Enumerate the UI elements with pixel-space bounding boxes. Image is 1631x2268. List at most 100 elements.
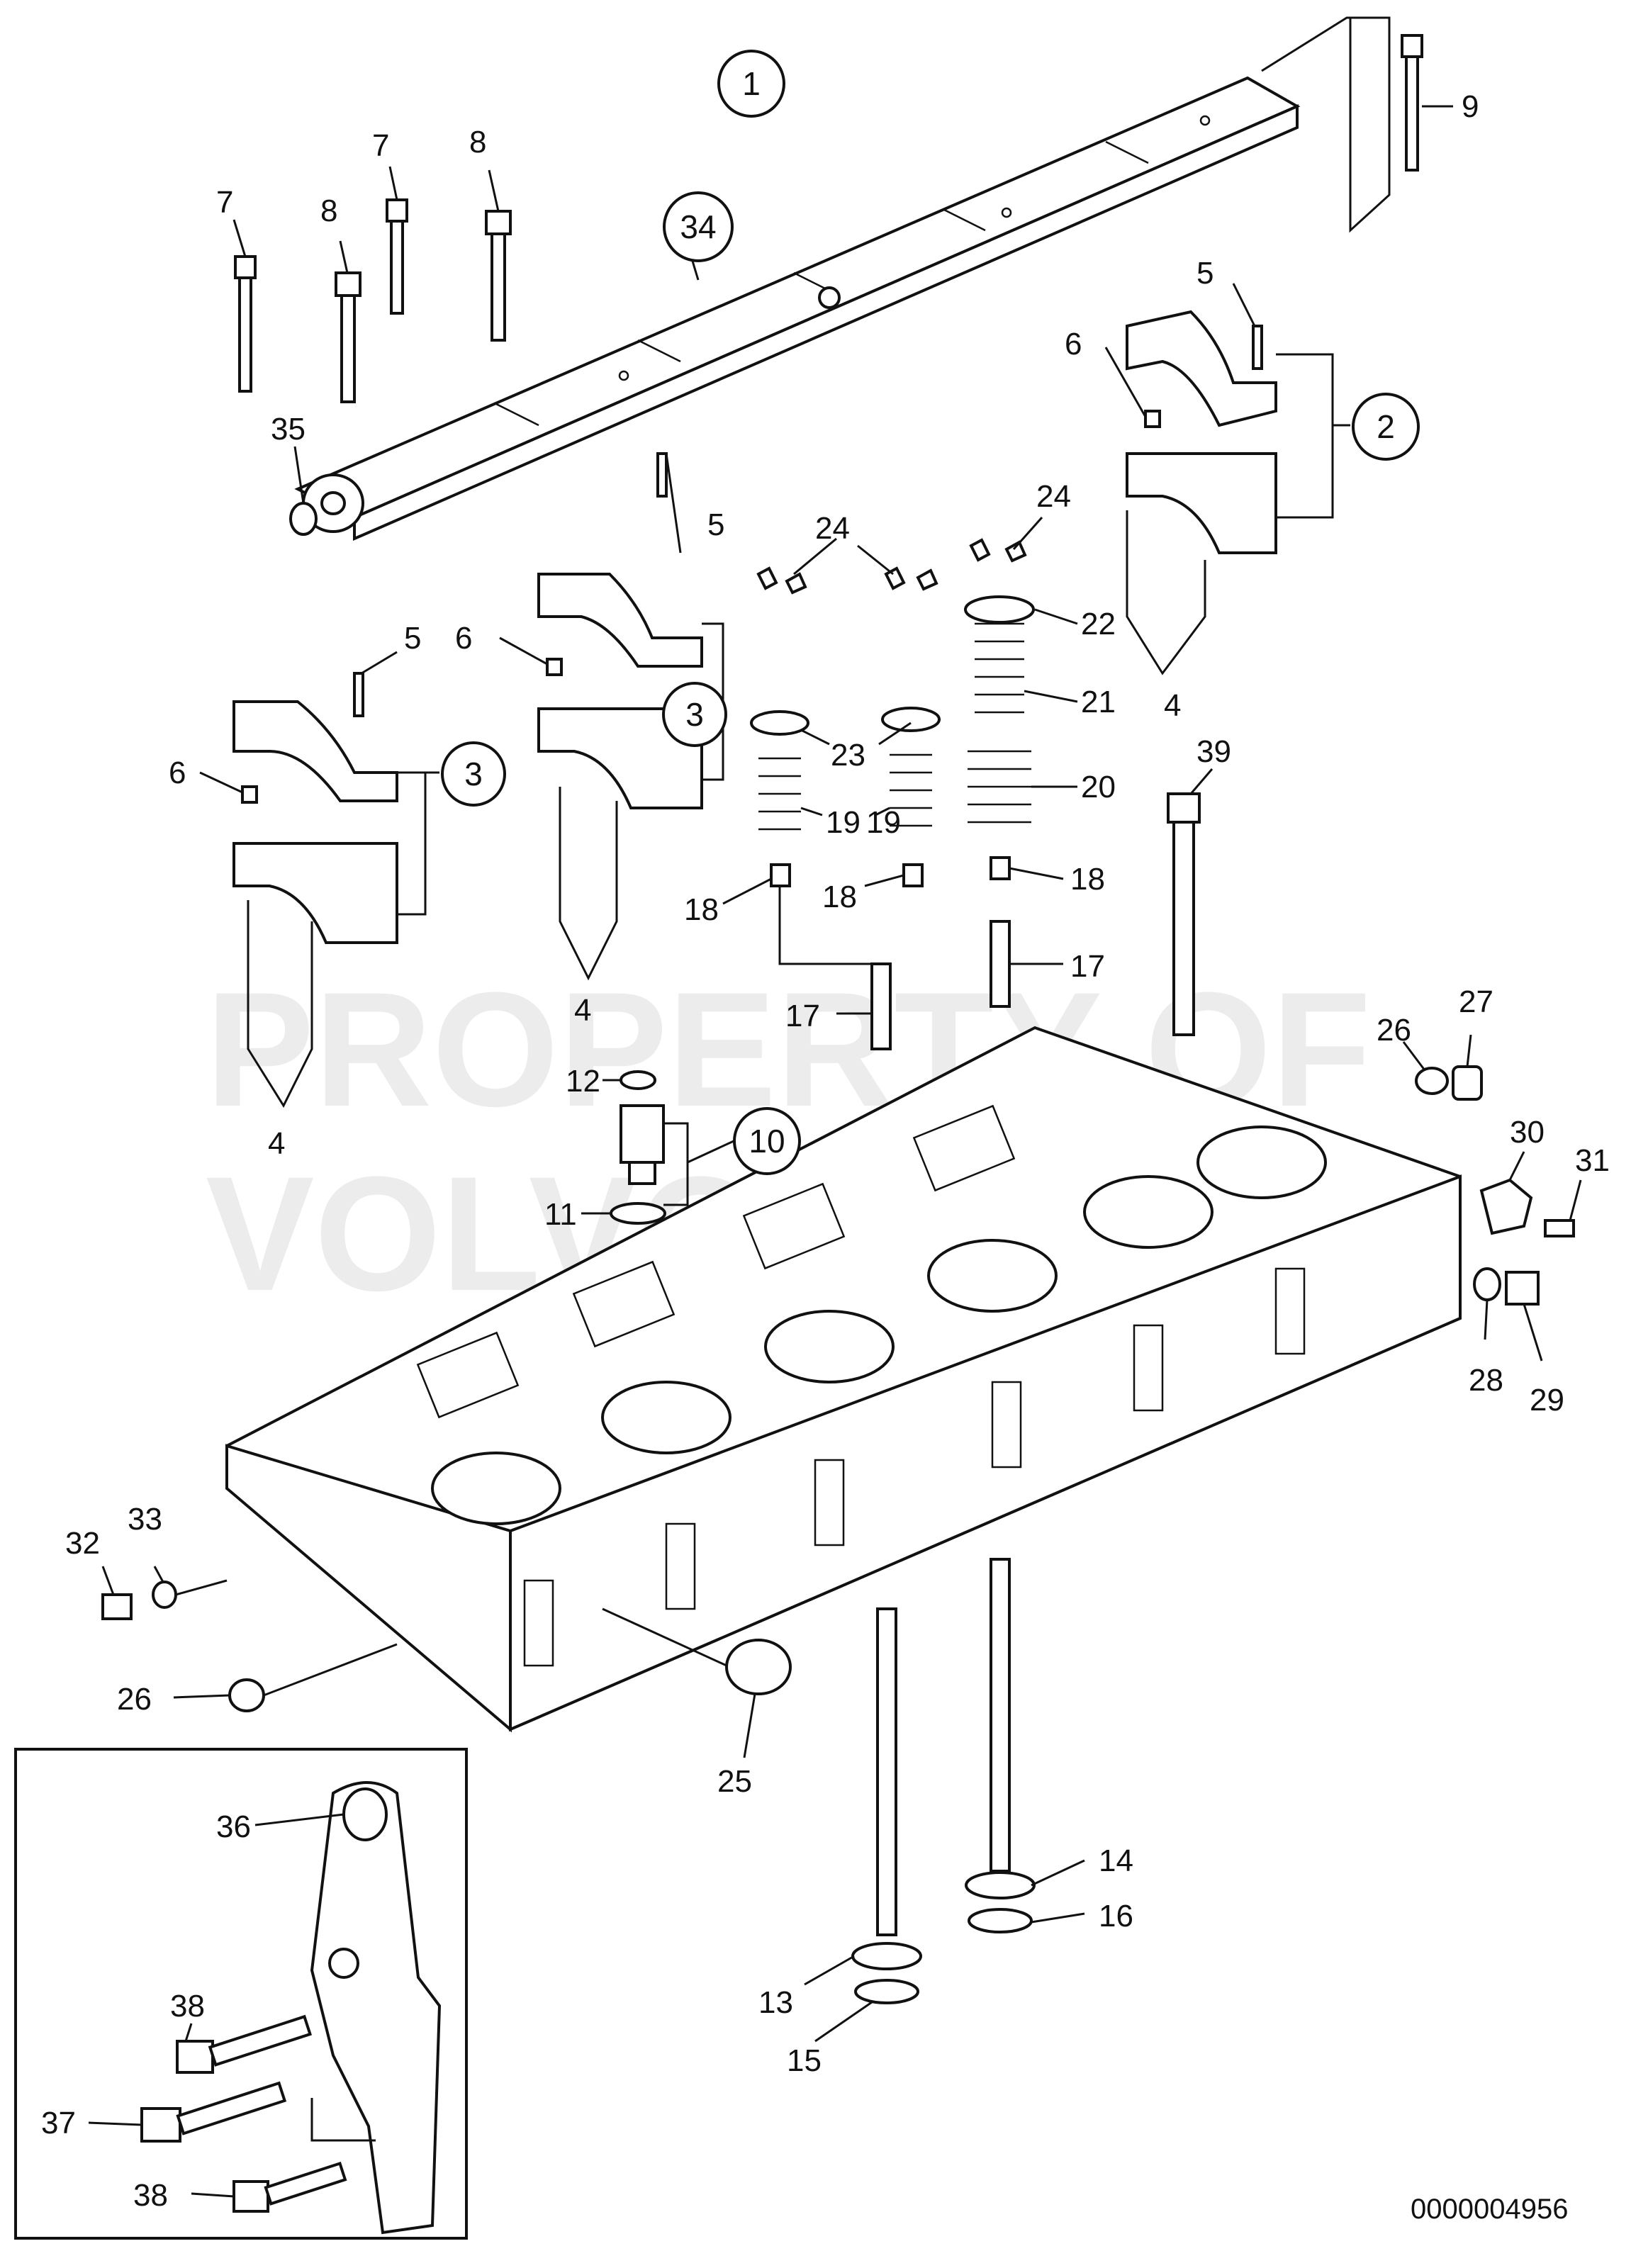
callout-11: 11 — [544, 1197, 577, 1232]
valve-13-15 — [851, 1607, 922, 2004]
callout-circle-3-center: 3 — [662, 682, 727, 747]
callout-19-right: 19 — [866, 805, 901, 840]
callout-27: 27 — [1459, 984, 1493, 1019]
callout-38-top: 38 — [170, 1989, 205, 2023]
callout-39: 39 — [1196, 734, 1231, 769]
bearing-cap-right — [1126, 310, 1277, 554]
callout-circle-34: 34 — [663, 191, 734, 262]
callout-9: 9 — [1462, 89, 1479, 124]
bolt-39 — [1167, 792, 1201, 1036]
injector-sleeve-10 — [610, 1070, 666, 1225]
drawing-number: 0000004956 — [1411, 2194, 1568, 2225]
callout-20: 20 — [1081, 770, 1116, 804]
callout-7-center: 7 — [372, 128, 389, 163]
bracket-30 — [1479, 1178, 1533, 1235]
pin-5-right — [1252, 325, 1263, 370]
callout-5-right: 5 — [1196, 256, 1214, 291]
callout-26-right: 26 — [1377, 1013, 1411, 1048]
callout-6-center: 6 — [455, 621, 472, 656]
cotter-24-a — [756, 566, 807, 595]
callout-circle-3-left: 3 — [441, 741, 506, 807]
callout-22: 22 — [1081, 607, 1116, 641]
washer-35 — [289, 502, 318, 536]
callout-circle-3-center-text: 3 — [685, 696, 704, 733]
callout-38-bottom: 38 — [133, 2178, 168, 2213]
callout-25: 25 — [717, 1764, 752, 1799]
callout-circle-3-left-text: 3 — [464, 756, 483, 792]
callout-24-right: 24 — [1036, 479, 1071, 514]
callout-32: 32 — [65, 1526, 100, 1561]
bolt-7-center — [386, 198, 408, 315]
callout-18-right: 18 — [1070, 862, 1105, 897]
washer-28 — [1473, 1267, 1501, 1301]
bolt-8-center — [485, 210, 512, 342]
bearing-cap-left — [232, 700, 398, 944]
sleeve-6-left — [241, 785, 258, 804]
callout-12: 12 — [566, 1064, 600, 1099]
callout-18-left: 18 — [684, 892, 719, 927]
plug-26-right — [1415, 1067, 1449, 1095]
cotter-24-b — [884, 566, 938, 591]
callout-circle-10: 10 — [733, 1107, 801, 1175]
callout-28: 28 — [1469, 1363, 1503, 1398]
bolt-37 — [140, 2081, 287, 2143]
callout-8-center: 8 — [469, 125, 486, 159]
bearing-cap-center — [537, 573, 703, 809]
pin-5-center — [656, 452, 668, 498]
callout-4-left: 4 — [268, 1126, 285, 1161]
bolt-7-left — [234, 255, 257, 393]
valve-group-3 — [964, 595, 1035, 1008]
valve-group-1 — [750, 710, 892, 1050]
callout-19-left: 19 — [826, 805, 861, 840]
callout-circle-1: 1 — [717, 50, 785, 118]
rocker-shaft — [294, 76, 1301, 541]
valve-14-16 — [965, 1558, 1036, 1933]
callout-24-center: 24 — [815, 511, 850, 546]
washer-33 — [152, 1581, 177, 1609]
callout-23: 23 — [831, 738, 865, 773]
callout-30: 30 — [1510, 1115, 1545, 1150]
plug-27 — [1452, 1065, 1483, 1101]
callout-26-left: 26 — [117, 1682, 152, 1717]
callout-4-center: 4 — [574, 993, 591, 1028]
plug-26-left — [228, 1678, 265, 1712]
plug-32 — [101, 1593, 133, 1620]
sleeve-6-center — [546, 658, 563, 676]
callout-5-center: 5 — [707, 507, 724, 542]
cylinder-head — [225, 1026, 1462, 1733]
callout-36: 36 — [216, 1809, 251, 1844]
callout-8-left: 8 — [320, 193, 337, 228]
pin-5-left — [353, 672, 364, 717]
valve-group-2 — [881, 707, 941, 887]
callout-29: 29 — [1530, 1383, 1564, 1418]
callout-17-left: 17 — [785, 999, 820, 1033]
plug-29 — [1505, 1271, 1540, 1306]
callout-14: 14 — [1099, 1843, 1133, 1878]
plug-25 — [725, 1639, 792, 1695]
leader-lines — [88, 16, 1582, 2198]
callout-circle-34-text: 34 — [680, 208, 716, 245]
callout-circle-1-text: 1 — [742, 65, 761, 102]
callout-5-left: 5 — [404, 621, 421, 656]
callout-31: 31 — [1575, 1143, 1610, 1178]
callout-35: 35 — [271, 412, 306, 447]
callout-37: 37 — [41, 2106, 76, 2140]
callout-circle-2-text: 2 — [1377, 408, 1395, 445]
bolt-38-top — [176, 2014, 312, 2074]
callout-circle-2: 2 — [1352, 393, 1420, 461]
callout-33: 33 — [128, 1502, 162, 1537]
bolt-8-left — [335, 271, 361, 403]
callout-15: 15 — [787, 2043, 822, 2078]
callout-17-right: 17 — [1070, 949, 1105, 984]
callout-6-right: 6 — [1065, 327, 1082, 361]
callout-7-left: 7 — [216, 185, 233, 220]
callout-18-center: 18 — [822, 880, 857, 914]
callout-4-right: 4 — [1164, 688, 1181, 723]
sleeve-6-right — [1144, 410, 1161, 428]
screw-31 — [1544, 1219, 1575, 1237]
bolt-9 — [1401, 34, 1423, 172]
callout-21: 21 — [1081, 685, 1116, 719]
callout-circle-10-text: 10 — [749, 1123, 785, 1160]
